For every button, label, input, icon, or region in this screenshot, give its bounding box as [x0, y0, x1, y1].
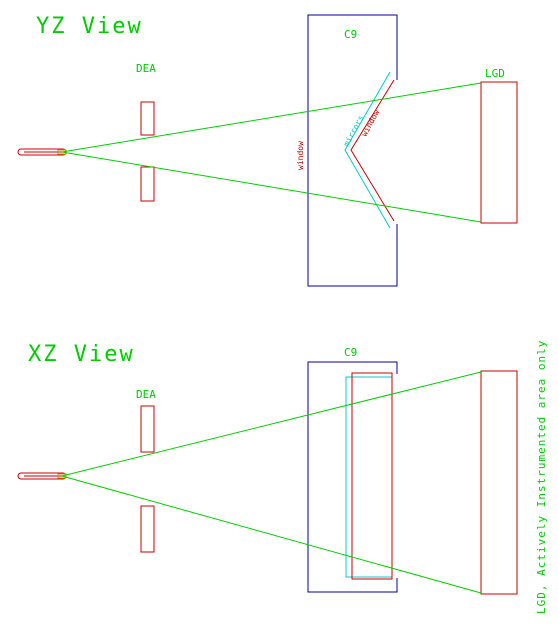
yz-dea-lower — [140, 166, 155, 202]
yz-target-end — [57, 149, 67, 155]
xz-dea-label: DEA — [136, 388, 156, 401]
xz-target-end — [57, 473, 67, 479]
xz-dea-upper — [140, 405, 155, 453]
yz-acceptance-ray-upper — [61, 82, 482, 153]
yz-window-right-label: window — [360, 108, 382, 138]
yz-exit-window — [350, 79, 395, 222]
xz-acceptance-ray-upper — [61, 371, 482, 477]
yz-dea-upper — [140, 101, 155, 136]
xz-mirrors — [345, 376, 393, 578]
yz-mirrors — [344, 71, 391, 229]
yz-lgd-label: LGD — [485, 67, 505, 80]
yz-target — [17, 148, 67, 156]
yz-window-left-label: window — [296, 141, 305, 170]
xz-c9-vessel — [307, 361, 398, 593]
yz-acceptance-ray-lower — [61, 151, 482, 223]
yz-view-panel: YZ View DEA C9 window mirrors window LGD — [17, 14, 518, 287]
xz-c9-label: C9 — [344, 346, 357, 359]
xz-dea-lower — [140, 505, 155, 553]
xz-lgd-block — [480, 370, 518, 595]
xz-lgd-label: LGD, Actively Instrumented area only — [535, 340, 548, 614]
yz-c9-vessel — [307, 14, 398, 287]
xz-view-title: XZ View — [28, 342, 135, 367]
yz-c9-label: C9 — [344, 28, 357, 41]
xz-exit-window — [351, 372, 393, 580]
yz-lgd-block — [480, 81, 518, 224]
xz-acceptance-ray-lower — [61, 475, 482, 594]
yz-dea-label: DEA — [136, 62, 156, 75]
xz-target — [17, 472, 67, 480]
yz-view-title: YZ View — [36, 14, 143, 39]
xz-view-panel: XZ View DEA C9 LGD, Actively Instrumente… — [17, 340, 548, 614]
